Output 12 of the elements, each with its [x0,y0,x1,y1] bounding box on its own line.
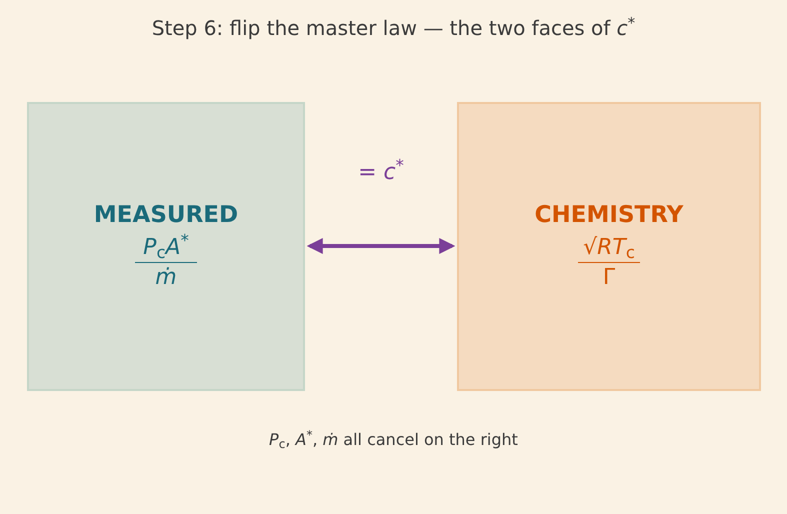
title: Step 6: flip the master law — the two faces of c$^{*}$ [152,13,636,42]
box-heading: MEASURED [94,201,238,230]
denominator: Γ [602,264,616,292]
edge-label: = c$^{*}$ [358,156,404,187]
numerator: √RT$_{c}$ [582,234,636,262]
box-heading: CHEMISTRY [534,201,684,230]
note: P$_{c}$, A$^{*}$, ṁ all cancel on the right [269,428,518,452]
double-arrow [306,238,456,254]
concept-box [27,102,305,391]
denominator: ṁ [155,264,177,292]
numerator: P$_{c}$A$^{*}$ [142,234,190,262]
concept-box [457,102,761,391]
